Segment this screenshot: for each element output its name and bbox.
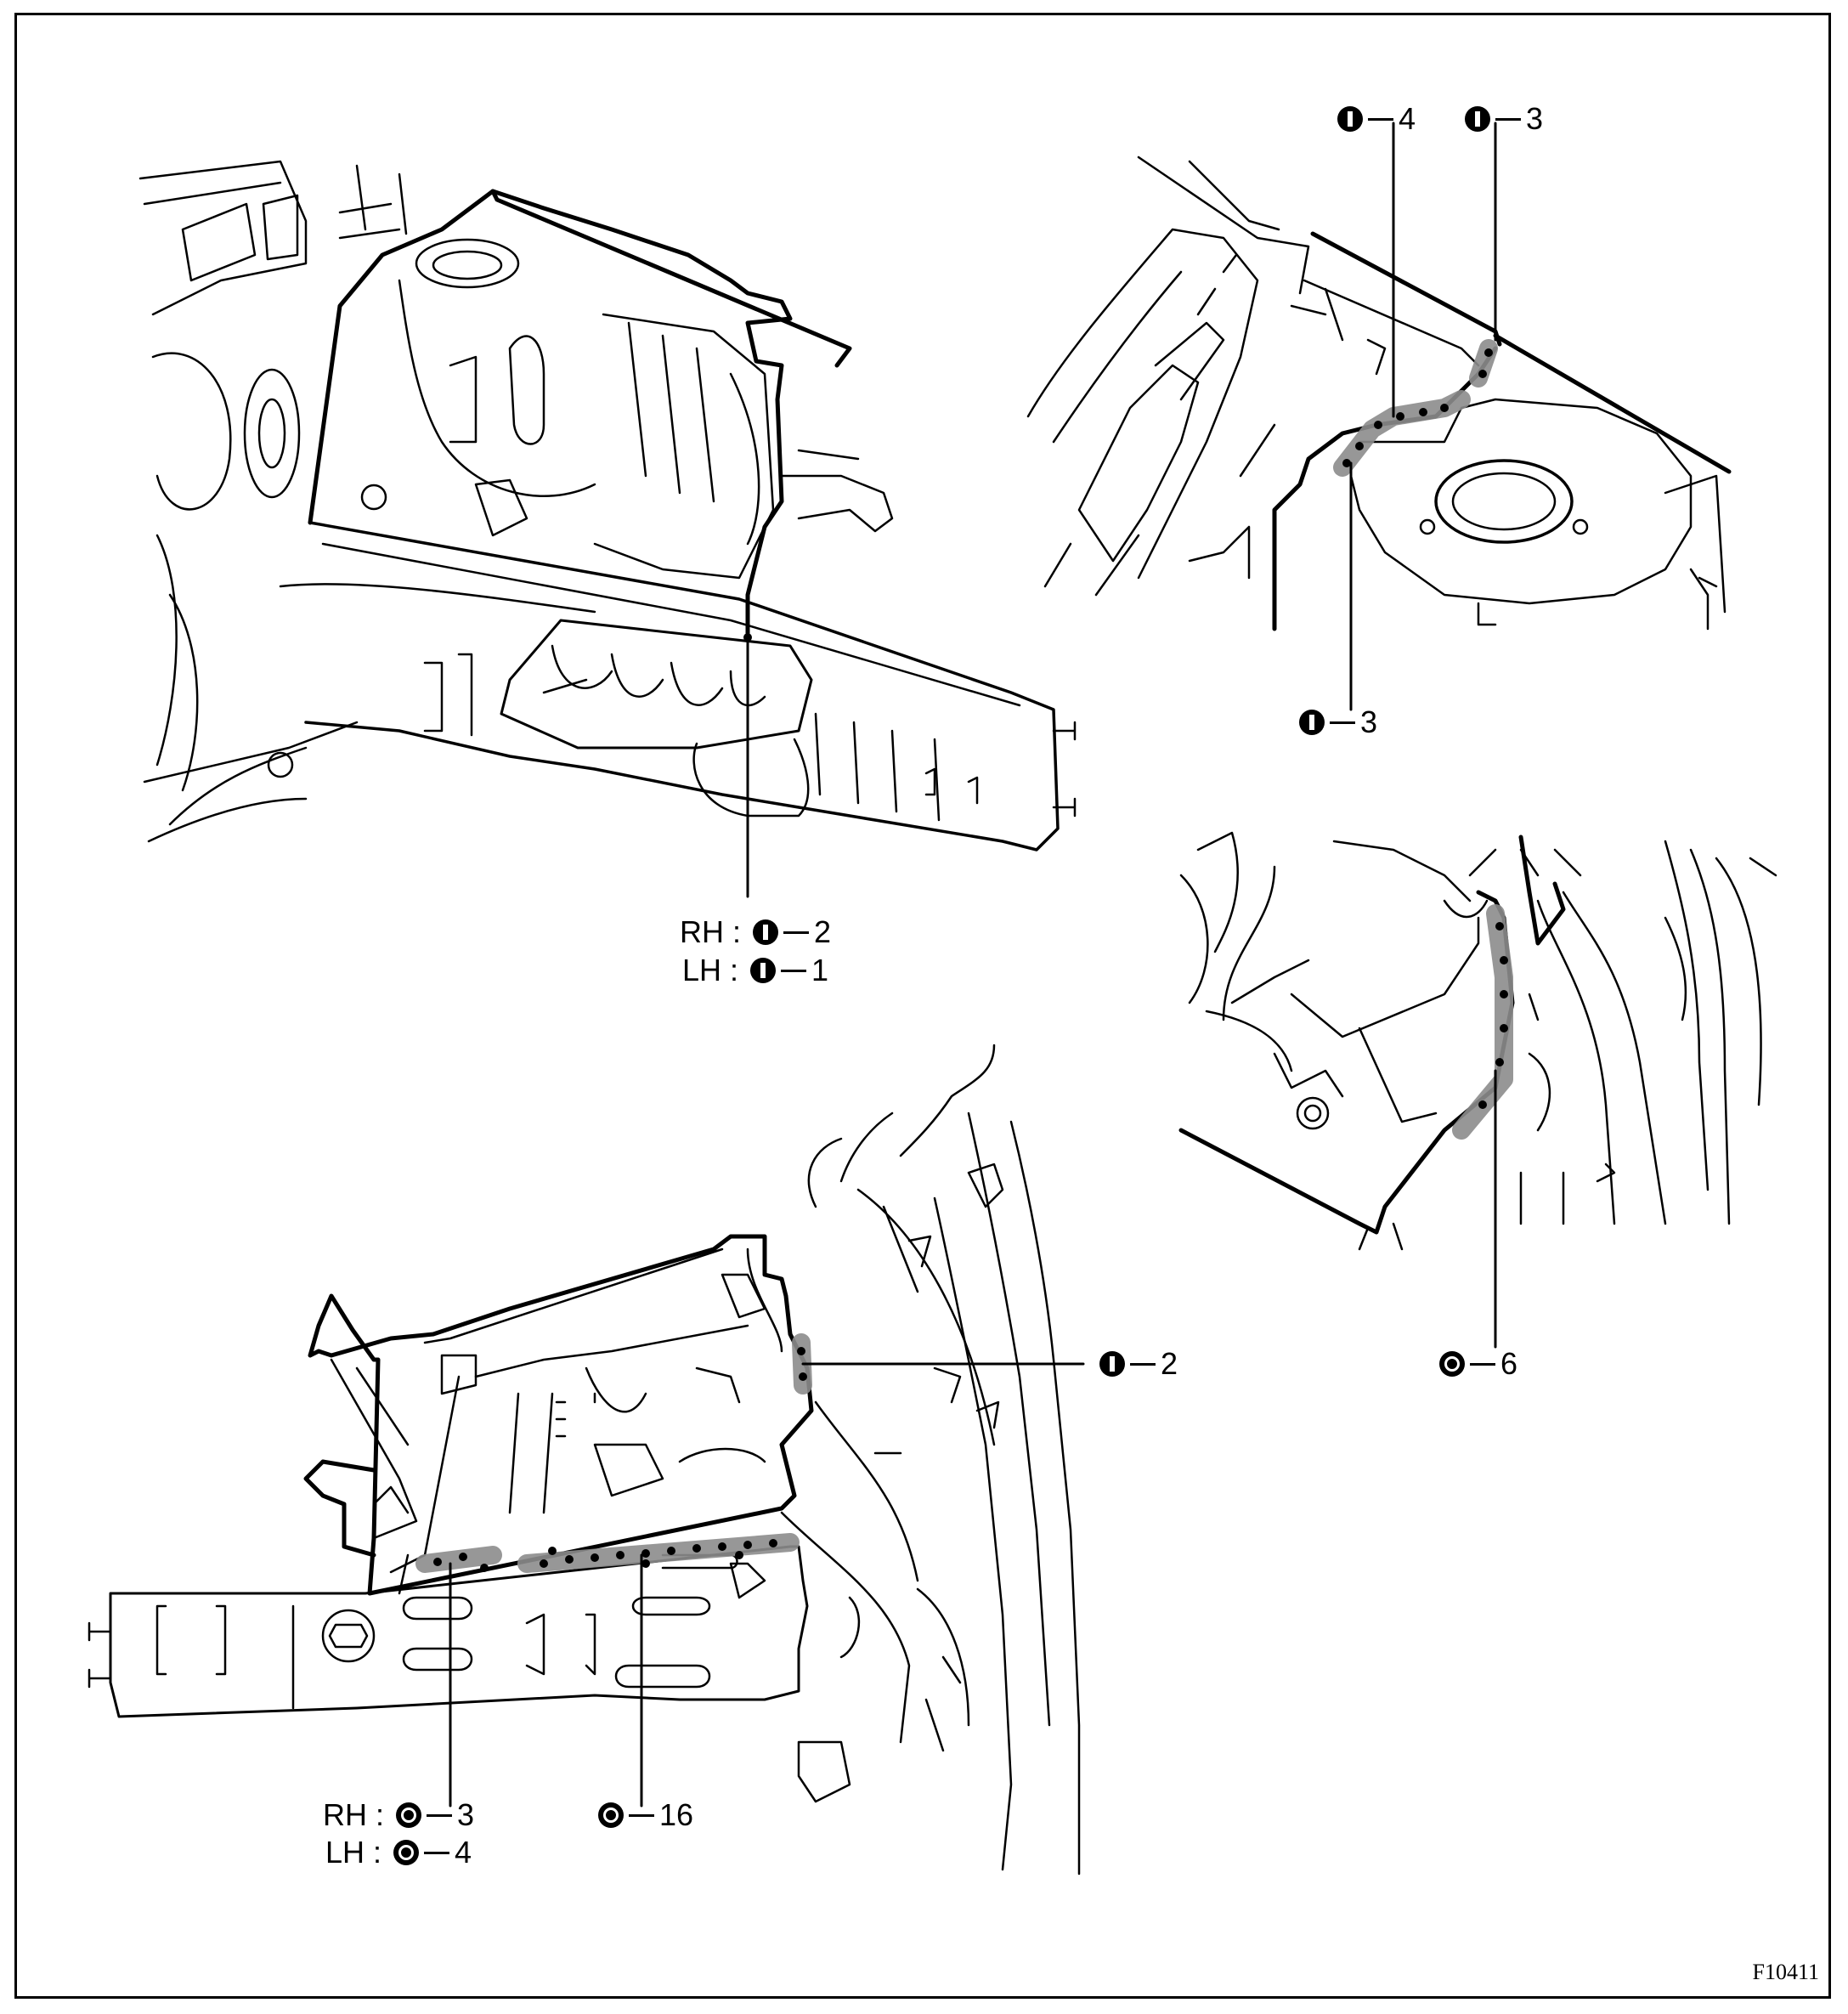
spot-weld-icon xyxy=(396,1802,421,1828)
callout-rh-plug-2: RH : 2 xyxy=(680,915,831,949)
side-apron-view xyxy=(88,1044,1081,1875)
plug-weld-icon xyxy=(1465,106,1490,132)
plug-weld-icon xyxy=(753,919,778,945)
front-apron-view xyxy=(138,160,1077,851)
dash-mark xyxy=(781,969,807,972)
callout-plug-3-top: 3 xyxy=(1461,102,1543,136)
plug-weld-icon xyxy=(1299,710,1325,735)
callout-spot-16: 16 xyxy=(595,1798,693,1832)
callout-spot-6: 6 xyxy=(1436,1347,1517,1381)
callout-rh-spot-3: RH : 3 xyxy=(323,1798,474,1832)
upper-apron-view xyxy=(1026,156,1732,631)
callout-side-label: RH : xyxy=(680,914,741,949)
callout-value: 1 xyxy=(811,953,829,987)
weld-spots xyxy=(433,348,1508,1572)
weld-bands xyxy=(415,339,1513,1573)
callout-value: 4 xyxy=(1399,101,1416,136)
callout-side-label: RH : xyxy=(323,1797,384,1832)
rear-apron-view xyxy=(1178,831,1777,1251)
callout-value: 3 xyxy=(457,1797,475,1832)
spot-weld-icon xyxy=(393,1840,420,1865)
callout-value: 4 xyxy=(455,1835,472,1870)
callout-lh-spot-4: LH : 4 xyxy=(325,1836,472,1870)
callout-value: 2 xyxy=(1161,1346,1178,1381)
dash-mark xyxy=(1495,117,1521,121)
callout-side-label: LH : xyxy=(325,1835,382,1870)
spot-weld-icon xyxy=(1439,1351,1465,1377)
plug-weld-icon xyxy=(1099,1351,1125,1377)
leader-lines xyxy=(449,122,1497,1808)
callout-value: 16 xyxy=(659,1797,694,1832)
plug-weld-icon xyxy=(1337,106,1363,132)
dash-mark xyxy=(1470,1362,1495,1366)
spot-weld-icon xyxy=(598,1802,624,1828)
dash-mark xyxy=(1368,117,1393,121)
dash-mark xyxy=(424,1851,450,1854)
dash-mark xyxy=(1130,1362,1156,1366)
plug-weld-icon xyxy=(750,958,777,983)
callout-plug-4: 4 xyxy=(1334,102,1416,136)
callout-value: 3 xyxy=(1360,704,1378,739)
dash-mark xyxy=(783,931,809,934)
dash-mark xyxy=(629,1813,654,1817)
callout-side-label: LH : xyxy=(682,953,739,987)
figure-frame xyxy=(14,13,1831,1999)
callout-value: 2 xyxy=(814,914,832,949)
callout-value: 6 xyxy=(1500,1346,1518,1381)
callout-value: 3 xyxy=(1526,101,1544,136)
dash-mark xyxy=(1330,721,1355,724)
callout-plug-3-bottom: 3 xyxy=(1296,705,1377,739)
dash-mark xyxy=(427,1813,452,1817)
figure-id: F10411 xyxy=(1752,1960,1820,1984)
callout-lh-plug-1: LH : 1 xyxy=(682,953,828,987)
callout-plug-2: 2 xyxy=(1096,1347,1178,1381)
